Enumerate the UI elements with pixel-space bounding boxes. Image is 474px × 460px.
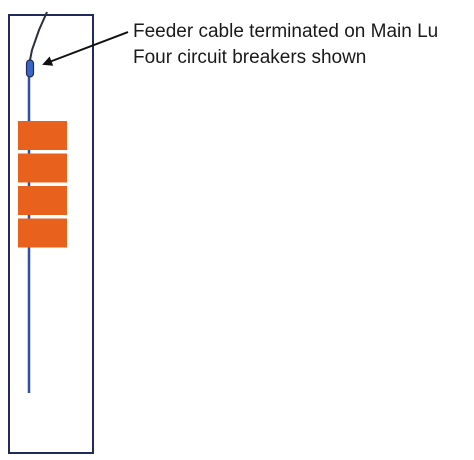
circuit-breaker [18,186,67,215]
callout-line-1: Feeder cable terminated on Main Lu [133,21,439,42]
callout-line-2: Four circuit breakers shown [133,47,367,68]
circuit-breaker [18,153,67,183]
main-lug [25,59,35,78]
circuit-breakers [18,121,67,248]
callout-arrow [42,31,129,66]
panel-enclosure [8,14,94,454]
feeder-cable [29,11,48,61]
circuit-breaker [18,218,67,248]
circuit-breaker [18,121,67,150]
